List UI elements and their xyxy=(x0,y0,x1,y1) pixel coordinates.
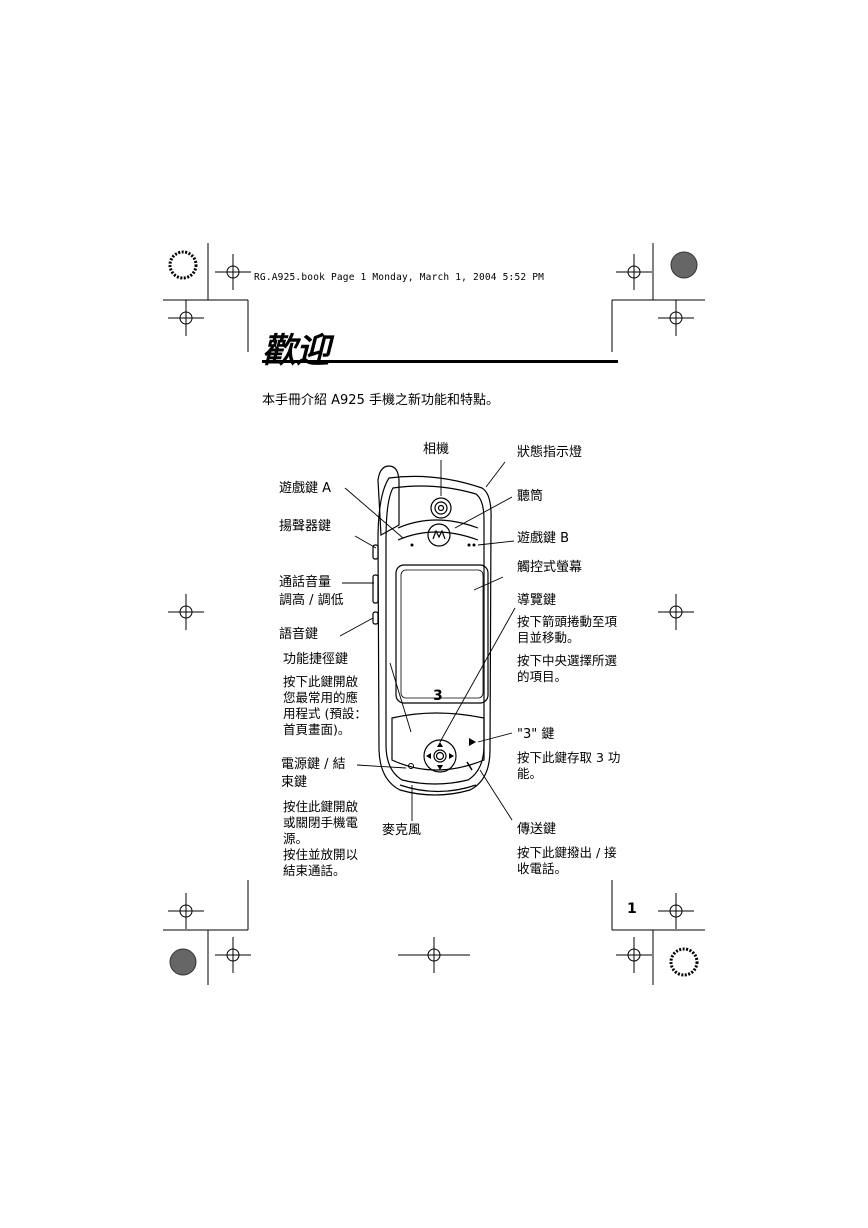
label-status-light: 狀態指示燈 xyxy=(517,445,583,460)
intro-text: 本手冊介紹 A925 手機之新功能和特點。 xyxy=(262,393,499,408)
label-three-key: "3" 鍵 xyxy=(517,727,555,742)
label-microphone: 麥克風 xyxy=(382,823,422,838)
color-target-icon xyxy=(168,250,699,977)
crosshair-icon xyxy=(168,254,694,973)
page-title: 歡迎 xyxy=(262,331,330,371)
title-rule xyxy=(262,360,618,363)
label-send-key: 傳送鍵 xyxy=(517,822,557,837)
label-speaker-key: 揚聲器鍵 xyxy=(279,519,332,534)
label-volume: 通話音量 調高 / 調低 xyxy=(279,574,344,610)
label-nav-key: 導覽鍵 xyxy=(517,593,557,608)
print-header: RG.A925.book Page 1 Monday, March 1, 200… xyxy=(254,272,545,283)
desc-send: 按下此鍵撥出 / 接收電話。 xyxy=(517,845,617,876)
label-camera: 相機 xyxy=(423,442,450,457)
svg-text:3: 3 xyxy=(433,688,443,704)
desc-shortcut: 按下此鍵開啟您最常用的應用程式 (預設：首頁畫面)。 xyxy=(283,674,367,737)
desc-three: 按下此鍵存取 3 功能。 xyxy=(517,750,621,781)
label-voice-key: 語音鍵 xyxy=(279,627,319,642)
desc-power-1: 按住此鍵開啟或關閉手機電源。 xyxy=(283,799,359,846)
label-game-key-a: 遊戲鍵 A xyxy=(279,481,332,496)
page-number: 1 xyxy=(627,901,637,917)
label-shortcut-key: 功能捷徑鍵 xyxy=(283,652,349,667)
label-volume-line2: 調高 / 調低 xyxy=(279,593,344,608)
desc-nav-2: 按下中央選擇所選的項目。 xyxy=(517,653,618,684)
desc-nav-1: 按下箭頭捲動至項目並移動。 xyxy=(517,614,618,645)
label-touchscreen: 觸控式螢幕 xyxy=(517,560,583,575)
label-game-key-b: 遊戲鍵 B xyxy=(517,531,570,546)
label-volume-line1: 通話音量 xyxy=(279,575,332,590)
label-power-key: 電源鍵 / 結 束鍵 xyxy=(281,756,346,792)
label-earpiece: 聽筒 xyxy=(517,489,544,504)
desc-power-2: 按住並放開以結束通話。 xyxy=(283,847,359,878)
label-power-line2: 束鍵 xyxy=(281,775,308,790)
label-power-line1: 電源鍵 / 結 xyxy=(281,757,346,772)
